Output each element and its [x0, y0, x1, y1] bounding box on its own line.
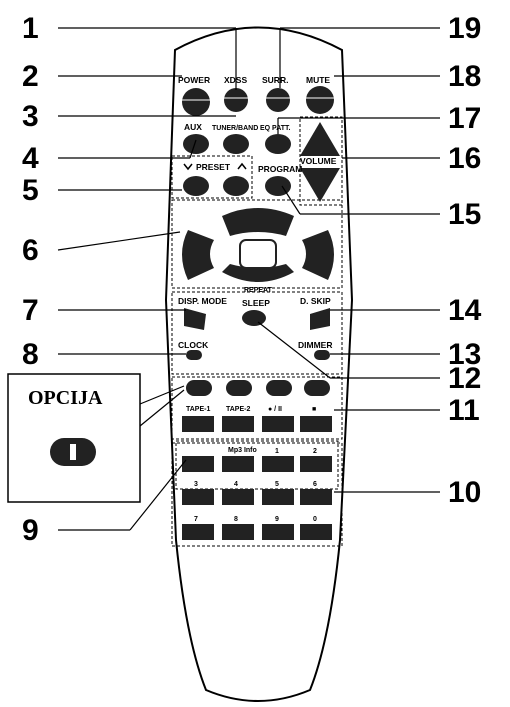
callout-3: 3 — [22, 100, 39, 133]
power-label: POWER — [178, 75, 210, 85]
repeat-label: REPEAT — [244, 287, 273, 294]
callout-7: 7 — [22, 294, 39, 327]
callout-18: 18 — [448, 60, 481, 93]
callout-6: 6 — [22, 234, 39, 267]
callout-10: 10 — [448, 476, 481, 509]
d-skip-button[interactable] — [310, 308, 330, 330]
volume-up-icon[interactable] — [300, 122, 340, 156]
leader-lines — [57, 27, 440, 531]
callout-15: 15 — [448, 198, 481, 231]
tuner-band-button[interactable] — [223, 134, 249, 154]
key-3-button[interactable] — [182, 489, 214, 505]
aux-button[interactable] — [183, 134, 209, 154]
callout-13: 13 — [448, 338, 481, 371]
surr-button[interactable] — [266, 88, 290, 112]
chevron-up-icon — [237, 162, 247, 170]
option-inset: OPCIJA — [7, 373, 141, 503]
callout-17: 17 — [448, 102, 481, 135]
callout-16: 16 — [448, 142, 481, 175]
key-8-button[interactable] — [222, 524, 254, 540]
key-7-label: 7 — [194, 516, 198, 523]
dpad-up-button[interactable] — [222, 208, 294, 236]
dimmer-button[interactable] — [314, 350, 330, 360]
callout-5: 5 — [22, 174, 39, 207]
key-3-label: 3 — [194, 481, 198, 488]
aux-label: AUX — [184, 122, 202, 132]
disp-mode-button[interactable] — [184, 308, 206, 330]
key-6-button[interactable] — [300, 489, 332, 505]
key-8-label: 8 — [234, 516, 238, 523]
tape1-label: TAPE-1 — [186, 406, 210, 413]
sleep-label: SLEEP — [242, 298, 270, 308]
callout-12: 12 — [448, 362, 481, 395]
key-2-button[interactable] — [300, 456, 332, 472]
volume-label: VOLUME — [300, 156, 337, 166]
surr-label: SURR. — [262, 75, 288, 85]
dpad-left-button[interactable] — [182, 230, 214, 280]
tuner-band-label: TUNER/BAND — [212, 125, 258, 132]
program-label: PROGRAM — [258, 164, 302, 174]
mp3-info-label: Mp3 Info — [228, 447, 257, 454]
key-4-button[interactable] — [222, 489, 254, 505]
tape1-button[interactable] — [182, 416, 214, 432]
callout-11: 11 — [448, 394, 480, 427]
callout-19: 19 — [448, 12, 481, 45]
volume-down-icon[interactable] — [300, 168, 340, 202]
disp-mode-label: DISP. MODE — [178, 296, 227, 306]
dashed-groups — [171, 116, 343, 547]
key-2-label: 2 — [313, 448, 317, 455]
callout-9: 9 — [22, 514, 39, 547]
d-skip-label: D. SKIP — [300, 296, 331, 306]
key-0-label: 0 — [313, 516, 317, 523]
power-button[interactable] — [182, 88, 210, 116]
callout-8: 8 — [22, 338, 39, 371]
chevron-down-icon — [183, 163, 193, 171]
dimmer-label: DIMMER — [298, 340, 332, 350]
clock-label: CLOCK — [178, 340, 209, 350]
preset-up-button[interactable] — [223, 176, 249, 196]
mute-button[interactable] — [306, 86, 334, 114]
mute-label: MUTE — [306, 75, 330, 85]
key-1-button[interactable] — [262, 456, 294, 472]
inset-title: OPCIJA — [28, 387, 103, 409]
key-7-button[interactable] — [182, 524, 214, 540]
callout-14: 14 — [448, 294, 482, 327]
callout-2: 2 — [22, 60, 39, 93]
key-4-label: 4 — [234, 481, 238, 488]
eq-patt-label: EQ PATT. — [260, 125, 291, 132]
callout-4: 4 — [22, 142, 39, 175]
xbss-button[interactable] — [224, 88, 248, 112]
keypad-blank-button-1[interactable] — [182, 456, 214, 472]
key-5-button[interactable] — [262, 489, 294, 505]
tape2-label: TAPE-2 — [226, 406, 250, 413]
key-9-label: 9 — [275, 516, 279, 523]
preset-down-button[interactable] — [183, 176, 209, 196]
sleep-button[interactable] — [242, 310, 266, 326]
program-button[interactable] — [265, 176, 291, 196]
tape2-button[interactable] — [222, 416, 254, 432]
stop-button[interactable] — [300, 416, 332, 432]
function-button-1[interactable] — [186, 380, 212, 396]
key-0-button[interactable] — [300, 524, 332, 540]
clock-button[interactable] — [186, 350, 202, 360]
dpad-center-button[interactable] — [239, 239, 277, 269]
play-pause-button[interactable] — [262, 416, 294, 432]
key-1-label: 1 — [275, 448, 279, 455]
function-button-4[interactable] — [304, 380, 330, 396]
function-button-2[interactable] — [226, 380, 252, 396]
dpad-down-button[interactable] — [222, 264, 294, 282]
keypad-blank-button-2[interactable] — [222, 456, 254, 472]
callout-1: 1 — [22, 12, 39, 45]
stop-label: ■ — [312, 406, 316, 413]
dpad-right-button[interactable] — [302, 230, 334, 280]
option-button-slot — [70, 444, 76, 460]
eq-patt-button[interactable] — [265, 134, 291, 154]
key-9-button[interactable] — [262, 524, 294, 540]
play-pause-label: ● / II — [268, 406, 282, 413]
preset-label: PRESET — [196, 162, 231, 172]
key-5-label: 5 — [275, 481, 279, 488]
key-6-label: 6 — [313, 481, 317, 488]
function-button-3[interactable] — [266, 380, 292, 396]
